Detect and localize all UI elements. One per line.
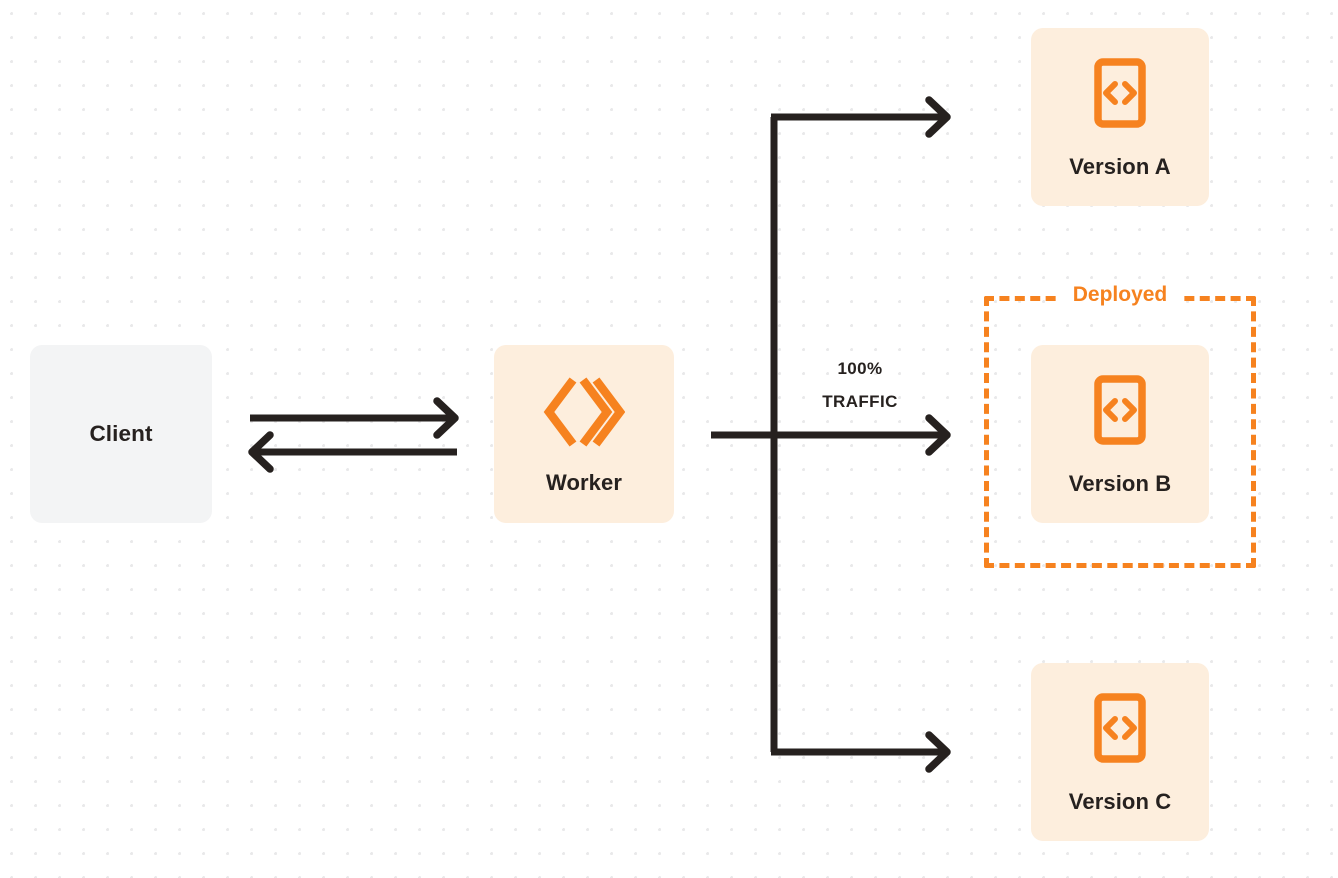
node-version-b-label: Version B: [1068, 470, 1172, 496]
deployed-group-label: Deployed: [1060, 284, 1180, 305]
edge-client-to-worker: [250, 397, 459, 439]
edge-worker-to-version-b: [925, 414, 951, 456]
node-client[interactable]: Client: [30, 345, 212, 523]
node-client-label: Client: [89, 420, 153, 446]
deployed-group-boundary: Deployed: [984, 284, 1256, 568]
traffic-word: TRAFFIC: [822, 392, 898, 412]
code-file-icon: [1093, 57, 1147, 134]
cloudflare-workers-logo-icon: [543, 375, 626, 454]
code-file-icon: [1093, 374, 1147, 451]
node-version-c-label: Version C: [1068, 788, 1172, 814]
node-worker[interactable]: Worker: [494, 345, 674, 523]
node-version-b[interactable]: Version B: [1031, 345, 1209, 523]
edge-worker-to-client: [248, 431, 457, 473]
edge-worker-trunk: [711, 117, 944, 752]
node-worker-label: Worker: [546, 469, 622, 495]
traffic-percent-value: 100%: [837, 359, 883, 378]
node-version-a[interactable]: Version A: [1031, 28, 1209, 206]
edge-worker-to-version-c: [771, 731, 951, 773]
traffic-percentage-label: 100% TRAFFIC: [787, 352, 933, 418]
node-version-a-label: Version A: [1069, 153, 1171, 179]
edge-worker-to-version-a: [771, 96, 951, 138]
node-version-c[interactable]: Version C: [1031, 663, 1209, 841]
code-file-icon: [1093, 692, 1147, 769]
